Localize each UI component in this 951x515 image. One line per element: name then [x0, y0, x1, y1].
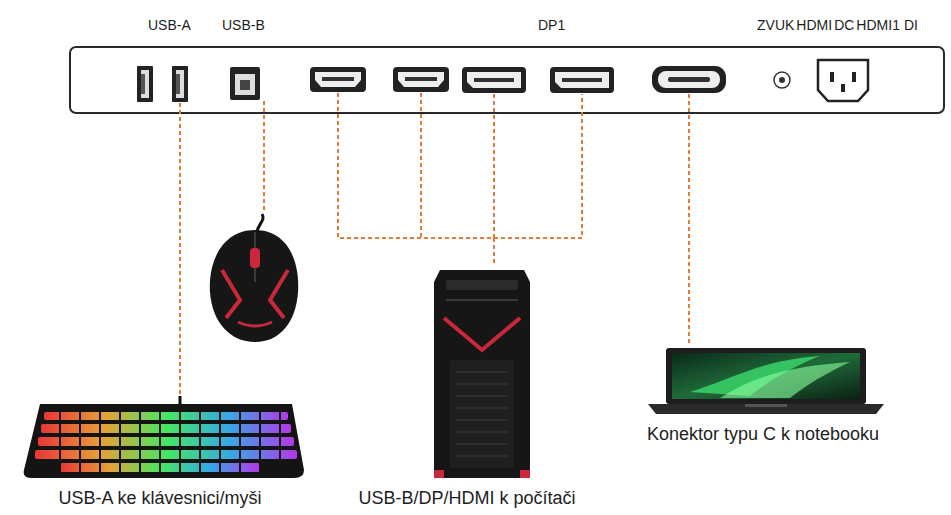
mouse-picture [210, 214, 298, 342]
port-label: HDMI1 [856, 17, 900, 34]
device-caption: USB-B/DP/HDMI k počítači [358, 488, 575, 510]
usb-b-port [230, 67, 260, 100]
leader-line [688, 94, 690, 346]
rear-panel [70, 47, 944, 113]
pc-tower-picture [434, 270, 530, 478]
port-label: USB-B [222, 17, 265, 34]
laptop-picture [648, 348, 884, 414]
leader-line [263, 101, 265, 212]
usb-c-port [652, 66, 726, 93]
port-label: DI [904, 17, 918, 34]
hdmi-port [393, 67, 449, 92]
port-label: HDMI [796, 17, 832, 34]
audio-jack [774, 72, 790, 88]
keyboard-picture [24, 396, 304, 478]
leader-line [179, 103, 181, 396]
device-caption: Konektor typu C k notebooku [647, 424, 879, 446]
hdmi-port [310, 67, 366, 92]
device-caption: USB-A ke klávesnici/myši [58, 488, 261, 510]
leader-line [338, 93, 582, 238]
port-label: USB-A [148, 17, 191, 34]
leader-line [420, 93, 422, 238]
displayport-port [550, 67, 614, 93]
usb-a-port [172, 66, 188, 102]
usb-a-port [137, 66, 153, 102]
power-socket [818, 60, 868, 101]
port-label: DP1 [538, 17, 565, 34]
port-label: ZVUK [757, 17, 794, 34]
displayport-port [462, 67, 526, 93]
leader-line [493, 94, 495, 238]
port-label: DC [834, 17, 854, 34]
leader-line [493, 238, 495, 266]
